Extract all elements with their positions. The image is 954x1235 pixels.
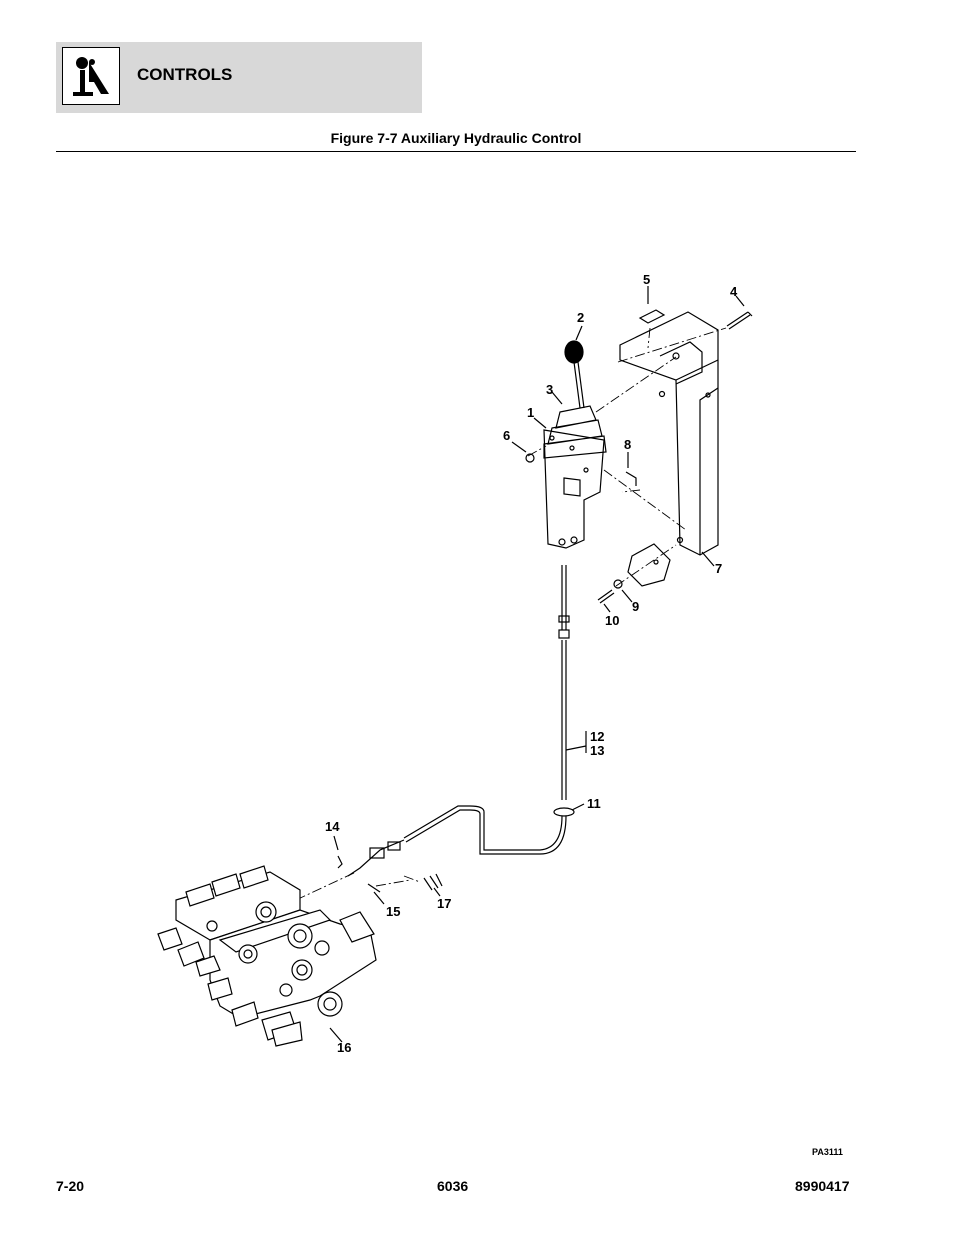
callout-2: 2: [577, 310, 584, 325]
callout-9: 9: [632, 599, 639, 614]
callout-17: 17: [437, 896, 451, 911]
footer-manual-number: 8990417: [795, 1178, 850, 1194]
section-title: CONTROLS: [137, 65, 233, 84]
figure-code: PA3111: [812, 1147, 843, 1157]
footer-model: 6036: [437, 1178, 469, 1194]
callout-3: 3: [546, 382, 553, 397]
callout-15: 15: [386, 904, 400, 919]
callout-12: 12: [590, 729, 604, 744]
footer-page-number: 7-20: [56, 1178, 85, 1194]
callout-10: 10: [605, 613, 619, 628]
callout-8: 8: [624, 437, 631, 452]
callout-6: 6: [503, 428, 510, 443]
controls-logo: [62, 47, 120, 105]
callout-5: 5: [643, 272, 650, 287]
figure-title: Figure 7-7 Auxiliary Hydraulic Control: [330, 130, 582, 146]
callout-7: 7: [715, 561, 722, 576]
callout-4: 4: [730, 284, 738, 299]
callout-14: 14: [325, 819, 340, 834]
callout-1: 1: [527, 405, 534, 420]
header-rule: [56, 151, 856, 152]
callout-11: 11: [587, 796, 601, 811]
callout-16: 16: [337, 1040, 351, 1055]
joystick-control-icon: [73, 57, 109, 96]
callout-13: 13: [590, 743, 604, 758]
